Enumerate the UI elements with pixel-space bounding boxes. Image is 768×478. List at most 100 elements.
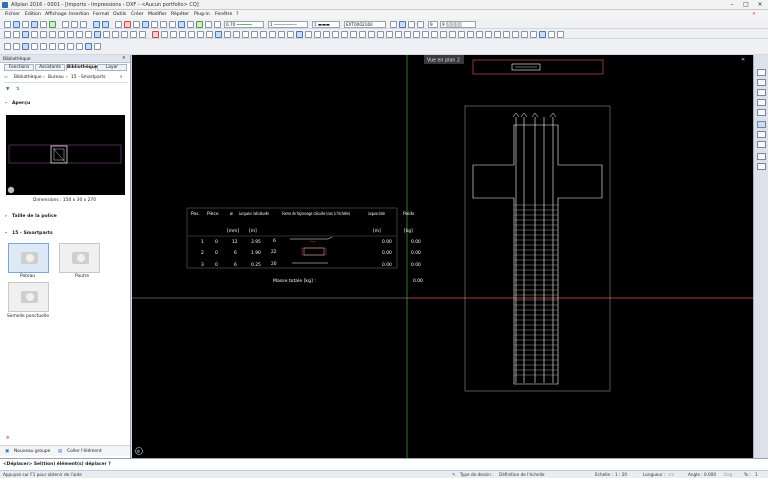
beam-tool-icon[interactable] <box>112 30 119 38</box>
view-side-icon[interactable] <box>757 89 766 96</box>
line-tool-icon[interactable] <box>4 30 11 38</box>
minimize-button[interactable]: – <box>730 1 734 8</box>
redo-icon[interactable] <box>102 20 109 28</box>
menu-repeter[interactable]: Répéter <box>171 11 190 17</box>
close-document-icon[interactable]: ✕ <box>752 11 756 17</box>
light-tool-icon[interactable] <box>449 30 456 38</box>
breadcrumb-item[interactable]: 15 - Smartparts <box>71 75 106 80</box>
viewport-pin-icon[interactable]: ✕ <box>741 57 745 63</box>
panel-close-icon[interactable]: ✕ <box>122 56 126 61</box>
font-size-toggle-icon[interactable]: › <box>5 214 7 219</box>
track-tool-icon[interactable] <box>260 30 267 38</box>
menu-fenetre[interactable]: Fenêtre <box>215 11 233 17</box>
layout-icon[interactable] <box>40 20 47 28</box>
drawing-canvas[interactable]: Vue en plan 2 ✕ Pos. Pièce ø Longueur in… <box>132 55 753 458</box>
sort-icon[interactable]: ⇅ <box>16 87 20 92</box>
scale-value[interactable]: 1 : 20 <box>615 472 628 477</box>
print-icon[interactable] <box>31 20 38 28</box>
detail-tool-icon[interactable] <box>332 30 339 38</box>
tab-bibliotheque[interactable]: Bibliothèque <box>66 64 98 71</box>
zoom-all-icon[interactable] <box>4 43 11 50</box>
delete-icon[interactable] <box>124 20 131 28</box>
smartpart-tool-icon[interactable] <box>359 30 366 38</box>
rotate-icon[interactable] <box>142 20 149 28</box>
import-tool-icon[interactable] <box>485 30 492 38</box>
orbit-icon[interactable] <box>757 131 766 138</box>
extend-tool-icon[interactable] <box>170 30 177 38</box>
search-icon[interactable]: ⌕ <box>120 75 123 80</box>
wireframe-view-icon[interactable] <box>76 43 83 50</box>
pattern-select[interactable]: 9 ░░░░░ <box>440 20 476 28</box>
erase-tool-icon[interactable] <box>152 30 159 38</box>
refresh-view-icon[interactable] <box>94 43 101 50</box>
color-icon[interactable] <box>196 20 203 28</box>
array-tool-icon[interactable] <box>224 30 231 38</box>
join-tool-icon[interactable] <box>215 30 222 38</box>
drawing-type-value[interactable]: Définition de l'échelle <box>499 472 545 477</box>
hatch-tool-icon[interactable] <box>67 30 74 38</box>
pen-thickness-select[interactable]: 0.70 ━━━━━━ <box>224 20 264 28</box>
menu-affichage[interactable]: Affichage <box>45 11 67 17</box>
macro-tool-icon[interactable] <box>350 30 357 38</box>
maximize-button[interactable]: □ <box>743 1 749 8</box>
menu-plugin[interactable]: Plug-in <box>194 11 210 17</box>
length-value[interactable]: cm <box>668 472 675 477</box>
menu-modifier[interactable]: Modifier <box>148 11 167 17</box>
menu-fichier[interactable]: Fichier <box>5 11 21 17</box>
help-tool-icon[interactable] <box>557 30 564 38</box>
text-tool-icon[interactable] <box>76 30 83 38</box>
view-iso-icon[interactable] <box>757 99 766 106</box>
new-file-icon[interactable] <box>4 20 11 28</box>
properties-panel-icon[interactable] <box>757 163 766 170</box>
new-group-button[interactable]: Nouveau groupe <box>14 449 51 454</box>
quantity-tool-icon[interactable] <box>521 30 528 38</box>
fill-tool-icon[interactable] <box>85 30 92 38</box>
split-view-icon[interactable] <box>85 43 92 50</box>
angle-unit[interactable]: Deg <box>724 472 733 477</box>
paste-icon[interactable] <box>80 20 87 28</box>
label-tool-icon[interactable] <box>305 30 312 38</box>
close-button[interactable]: ✕ <box>757 1 763 8</box>
grid-snap-icon[interactable] <box>269 30 276 38</box>
mirror-icon[interactable] <box>151 20 158 28</box>
move-icon[interactable] <box>133 20 140 28</box>
lock-tool-icon[interactable] <box>386 30 393 38</box>
line-color-select[interactable]: 1 ▬▬▬ <box>312 20 340 28</box>
hide-tool-icon[interactable] <box>404 30 411 38</box>
save-icon[interactable] <box>22 20 29 28</box>
bar-schedule-icon[interactable] <box>296 30 303 38</box>
menu-format[interactable]: Format <box>93 11 110 17</box>
menu-creer[interactable]: Créer <box>131 11 144 17</box>
smartpart-semelle-ponctuelle[interactable] <box>8 282 49 312</box>
zoom-icon[interactable] <box>205 20 212 28</box>
option-tool-icon[interactable] <box>548 30 555 38</box>
report-tool-icon[interactable] <box>512 30 519 38</box>
wall-tool-icon[interactable] <box>94 30 101 38</box>
walk-icon[interactable] <box>757 141 766 148</box>
zoom-previous-icon[interactable] <box>31 43 38 50</box>
dimension-tool-icon[interactable] <box>58 30 65 38</box>
pan-icon[interactable] <box>22 43 29 50</box>
material-tool-icon[interactable] <box>440 30 447 38</box>
line-style-icon[interactable] <box>214 20 221 28</box>
view-orbit-icon[interactable] <box>135 447 143 455</box>
smartpart-poutre[interactable] <box>59 243 100 273</box>
breadcrumb-item[interactable]: Bureau <box>48 75 64 80</box>
shaded-view-icon[interactable] <box>67 43 74 50</box>
open-project-icon[interactable] <box>13 20 20 28</box>
rectangle-tool-icon[interactable] <box>22 30 29 38</box>
menu-edition[interactable]: Edition <box>25 11 41 17</box>
ortho-tool-icon[interactable] <box>251 30 258 38</box>
view-3d-icon[interactable] <box>49 43 56 50</box>
filter-icon[interactable] <box>408 20 415 28</box>
symbol-tool-icon[interactable] <box>341 30 348 38</box>
add-icon[interactable] <box>49 20 56 28</box>
properties-icon[interactable] <box>399 20 406 28</box>
hidden-line-icon[interactable] <box>58 43 65 50</box>
back-arrow-icon[interactable]: ⇦ <box>4 75 8 80</box>
snap-tool-icon[interactable] <box>242 30 249 38</box>
plan-label-box[interactable] <box>424 55 464 64</box>
tab-assistants[interactable]: Assistants <box>35 64 65 71</box>
arc-tool-icon[interactable] <box>40 30 47 38</box>
workflow-tool-icon[interactable] <box>539 30 546 38</box>
